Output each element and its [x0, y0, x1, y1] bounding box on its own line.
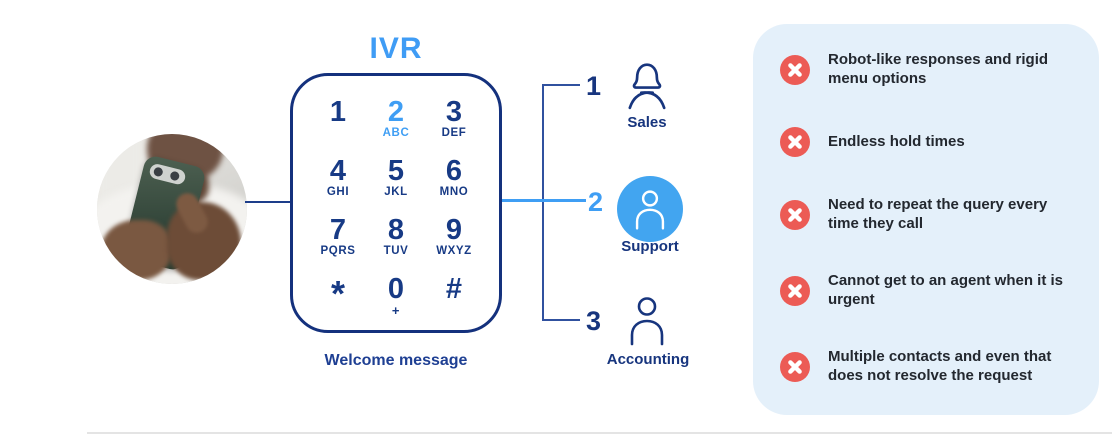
key-letters: ABC — [382, 127, 410, 139]
option-3-number: 3 — [586, 306, 602, 336]
key-digit: 9 — [445, 214, 463, 246]
pain-point-item: Endless hold times — [780, 127, 1075, 157]
pain-point-item: Cannot get to an agent when it is urgent — [780, 272, 1075, 309]
error-x-icon — [780, 127, 810, 157]
key-digit: 7 — [329, 214, 347, 246]
connector-branch-option1 — [542, 84, 580, 86]
error-x-icon — [780, 351, 810, 382]
key-digit: 3 — [445, 96, 463, 128]
option-1-number: 1 — [586, 71, 602, 101]
pain-point-item: Robot-like responses and rigid menu opti… — [780, 51, 1075, 88]
keypad-key-1: 1 — [309, 97, 367, 156]
pain-points-panel: Robot-like responses and rigid menu opti… — [753, 24, 1099, 415]
keypad-key-hash: # — [425, 274, 483, 333]
bottom-divider — [87, 432, 1112, 434]
key-digit: 0 — [387, 273, 405, 305]
key-digit: 8 — [387, 214, 405, 246]
pain-point-text: Need to repeat the query every time they… — [828, 196, 1048, 232]
pain-point-text: Endless hold times — [828, 132, 965, 150]
key-digit: 6 — [445, 155, 463, 187]
connector-branch-option2-active — [502, 199, 586, 202]
pain-point-text: Robot-like responses and rigid menu opti… — [828, 51, 1049, 87]
key-letters: + — [391, 303, 401, 318]
connector-photo-to-keypad — [245, 201, 291, 203]
key-digit: 4 — [329, 155, 347, 187]
key-digit: 5 — [387, 155, 405, 187]
pain-point-text: Multiple contacts and even that does not… — [828, 348, 1052, 384]
key-letters: DEF — [441, 127, 467, 139]
asterisk-key-icon: * — [330, 273, 345, 314]
key-digit: 2 — [387, 96, 405, 128]
error-x-icon — [780, 199, 810, 230]
pain-point-text: Cannot get to an agent when it is urgent — [828, 272, 1064, 308]
key-letters: JKL — [384, 186, 408, 198]
photo-left-hand — [101, 220, 171, 280]
key-letters: PQRS — [320, 245, 356, 257]
connector-branch-option3 — [542, 319, 580, 321]
keypad-key-star: * — [309, 274, 367, 333]
pain-point-item: Need to repeat the query every time they… — [780, 196, 1075, 233]
key-letters: WXYZ — [436, 245, 472, 257]
camera-lens-icon — [152, 166, 164, 178]
keypad-key-0: 0+ — [367, 274, 425, 333]
user-outline-icon — [623, 294, 671, 351]
pain-point-item: Multiple contacts and even that does not… — [780, 348, 1075, 385]
camera-lens-icon — [169, 170, 181, 182]
key-letters: TUV — [383, 245, 409, 257]
user-filled-circle-icon — [635, 190, 665, 230]
option-3-label: Accounting — [606, 351, 690, 368]
option-2-number: 2 — [588, 187, 604, 217]
phone-camera — [148, 162, 187, 186]
ivr-title: IVR — [369, 32, 423, 65]
support-active-circle — [617, 176, 683, 242]
caller-photo — [97, 134, 247, 284]
female-user-outline-icon — [622, 60, 672, 117]
option-1-label: Sales — [627, 114, 667, 131]
error-x-icon — [780, 54, 810, 85]
key-digit: 1 — [329, 96, 347, 128]
key-letters: MNO — [439, 186, 469, 198]
option-2-label: Support — [621, 238, 679, 255]
key-letters: GHI — [326, 186, 350, 198]
welcome-message-label: Welcome message — [324, 352, 468, 369]
hash-key-icon: # — [445, 273, 463, 305]
connector-branch-vertical — [542, 84, 544, 321]
error-x-icon — [780, 275, 810, 306]
